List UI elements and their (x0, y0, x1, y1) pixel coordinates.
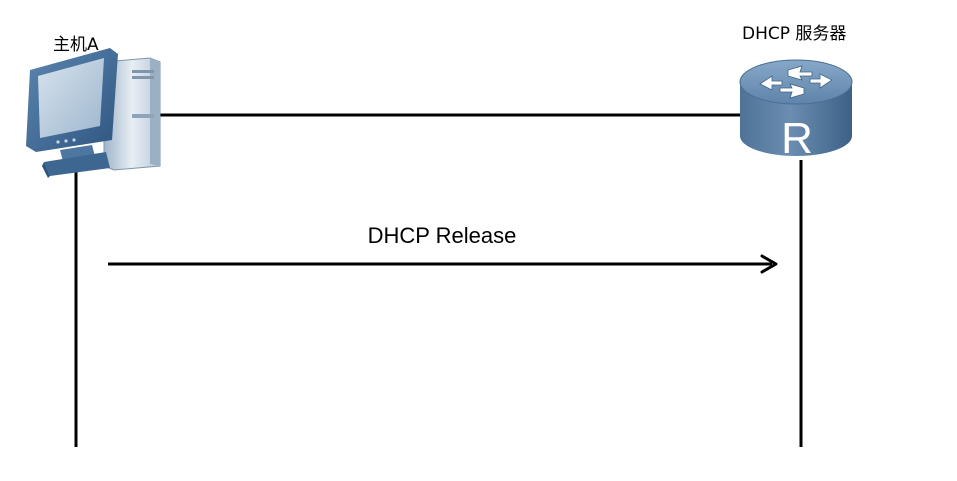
message-arrowhead (760, 254, 778, 274)
host-label: 主机A (53, 35, 99, 55)
server-label: DHCP 服务器 (742, 24, 846, 44)
desktop-computer-icon (26, 48, 161, 178)
message-label: DHCP Release (368, 223, 517, 248)
router-letter: R (781, 114, 813, 163)
router-icon: R (739, 59, 853, 163)
